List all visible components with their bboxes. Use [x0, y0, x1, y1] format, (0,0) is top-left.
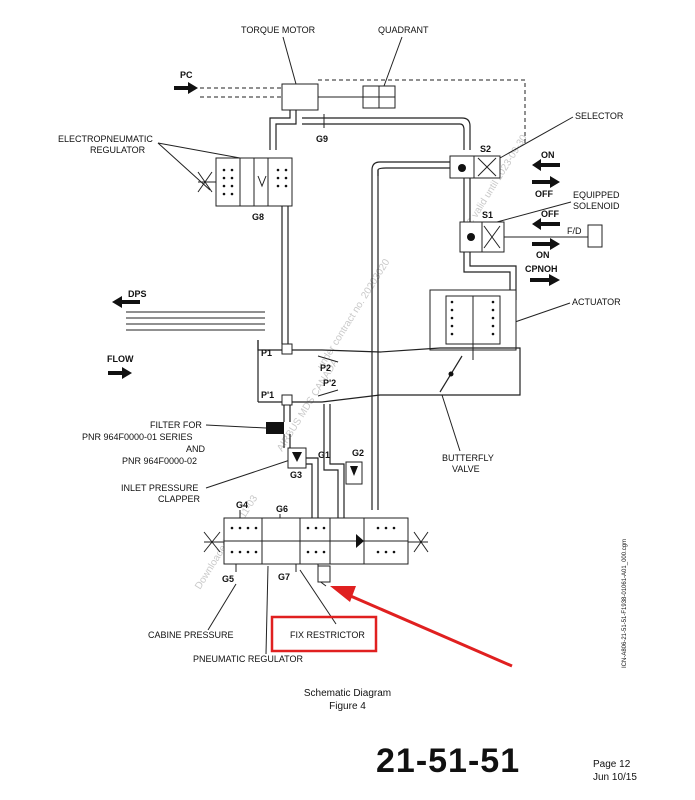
label-quadrant: QUADRANT: [378, 25, 429, 35]
label-g2: G2: [352, 448, 364, 458]
page-info: Page 12 Jun 10/15: [593, 758, 637, 784]
page-date: Jun 10/15: [593, 772, 637, 783]
label-p1prime: P'1: [261, 390, 274, 400]
label-inlet-2: CLAPPER: [158, 494, 201, 504]
label-p1: P1: [261, 348, 272, 358]
label-pneumatic-regulator: PNEUMATIC REGULATOR: [193, 654, 304, 664]
fd-box: [587, 224, 603, 248]
label-filter-1: FILTER FOR: [150, 420, 202, 430]
arrow-on-mid: [532, 238, 560, 250]
label-electropneumatic: ELECTROPNEUMATIC: [58, 134, 153, 144]
label-solenoid: SOLENOID: [573, 201, 620, 211]
label-butterfly: BUTTERFLY: [442, 453, 494, 463]
watermark-text-4: TC valid until 2023-09-30: [461, 133, 530, 234]
main-duct: [257, 340, 521, 406]
equipped-solenoid: [459, 221, 505, 253]
torque-motor: [281, 83, 319, 111]
label-fd: F/D: [567, 226, 582, 236]
inlet-pressure-clapper: [287, 447, 307, 469]
figure-caption: Schematic Diagram Figure 4: [0, 687, 695, 713]
caption-figure-number: Figure 4: [329, 701, 366, 712]
label-regulator: REGULATOR: [90, 145, 146, 155]
arrow-flow: [108, 367, 132, 379]
label-valve: VALVE: [452, 464, 480, 474]
actuator: [429, 289, 517, 360]
label-g7: G7: [278, 572, 290, 582]
label-s2: S2: [480, 144, 491, 154]
document-number: 21-51-51: [376, 742, 521, 780]
label-fix-restrictor: FIX RESTRICTOR: [290, 630, 365, 640]
caption-title: Schematic Diagram: [303, 688, 392, 699]
label-g3: G3: [290, 470, 302, 480]
label-flow: FLOW: [107, 354, 134, 364]
label-g8: G8: [252, 212, 264, 222]
label-torque-motor: TORQUE MOTOR: [241, 25, 316, 35]
page-number: Page 12: [593, 759, 631, 770]
label-filter-4: PNR 964F0000-02: [122, 456, 197, 466]
g2-restrictor: [345, 461, 363, 485]
arrow-off-mid: [532, 218, 560, 230]
fix-restrictor-highlight: [270, 615, 378, 653]
figure-code: ICN-A806-21-51-51-F1938-01061-A01_000.cg…: [622, 539, 628, 668]
label-off-top: OFF: [535, 189, 553, 199]
arrow-off-top: [532, 176, 560, 188]
selector: [449, 155, 501, 179]
label-cpnoh: CPNOH: [525, 264, 558, 274]
arrow-dps: [112, 296, 140, 308]
label-filter-3: AND: [186, 444, 206, 454]
arrow-pc: [174, 82, 198, 94]
label-p2: P2: [320, 363, 331, 373]
label-on-mid: ON: [536, 250, 550, 260]
filter: [266, 422, 284, 434]
label-pc: PC: [180, 70, 193, 80]
label-p2prime: P'2: [323, 378, 336, 388]
label-inlet-1: INLET PRESSURE: [121, 483, 198, 493]
label-g9: G9: [316, 134, 328, 144]
watermark-text-3: under contract no. 20203020: [315, 257, 392, 372]
arrow-cpnoh: [530, 274, 560, 286]
label-off-mid: OFF: [541, 209, 559, 219]
label-dps: DPS: [128, 289, 147, 299]
label-equipped: EQUIPPED: [573, 190, 620, 200]
label-g6: G6: [276, 504, 288, 514]
electropneumatic-regulator: [197, 157, 293, 207]
label-cabine-pressure: CABINE PRESSURE: [148, 630, 234, 640]
pneumatic-regulator: [203, 517, 429, 565]
label-actuator: ACTUATOR: [572, 297, 621, 307]
red-arrow: [330, 586, 513, 668]
label-filter-2: PNR 964F0000-01 SERIES: [82, 432, 193, 442]
label-s1: S1: [482, 210, 493, 220]
label-g5: G5: [222, 574, 234, 584]
label-on-top: ON: [541, 150, 555, 160]
label-selector: SELECTOR: [575, 111, 624, 121]
arrow-on-top: [532, 159, 560, 171]
label-g4: G4: [236, 500, 248, 510]
